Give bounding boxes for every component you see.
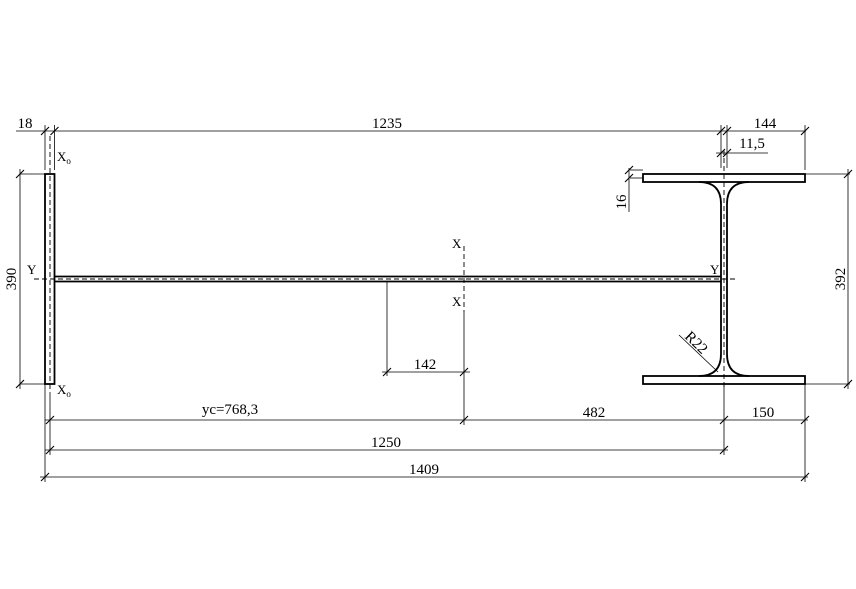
label-y-right: Y xyxy=(710,262,720,277)
dim-left-height: 390 xyxy=(4,268,20,291)
bottom-dimensions xyxy=(40,312,810,482)
dim-right-web-thickness: 11,5 xyxy=(739,136,765,152)
dim-web-length: 1235 xyxy=(372,116,402,132)
dim-centroid: yc=768,3 xyxy=(202,402,258,418)
dim-centroid-to-right-web: 482 xyxy=(583,405,606,421)
dim-length-to-right-web: 1250 xyxy=(371,435,401,451)
label-x0-top: Xo xyxy=(57,149,71,166)
label-x-top: X xyxy=(452,236,462,251)
dim-right-flange-thickness: 16 xyxy=(614,194,630,210)
dim-fillet-radius: R22 xyxy=(681,329,710,358)
right-i-beam xyxy=(642,150,806,390)
i-beam-web-left xyxy=(698,181,722,377)
top-dimensions xyxy=(16,125,810,212)
dim-stiffener-offset: 142 xyxy=(414,357,437,373)
label-x0-bottom: Xo xyxy=(57,382,71,399)
dim-left-flange-thickness: 18 xyxy=(18,116,33,132)
dim-right-half-width: 150 xyxy=(752,405,775,421)
dim-right-height: 392 xyxy=(833,268,849,291)
fillet-leader xyxy=(678,334,719,373)
label-x-bottom: X xyxy=(452,294,462,309)
dim-overall-length: 1409 xyxy=(409,462,439,478)
i-beam-web-right xyxy=(726,181,750,377)
height-dimensions xyxy=(15,169,853,389)
dim-right-half-flange: 144 xyxy=(754,116,777,132)
label-y-left: Y xyxy=(27,262,37,277)
